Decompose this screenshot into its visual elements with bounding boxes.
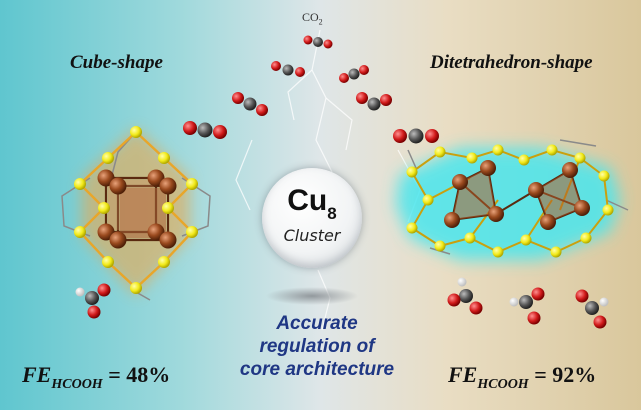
co2-text: CO: [302, 10, 319, 24]
circle-shadow: [266, 287, 358, 305]
fe-left-prefix: FE: [22, 362, 52, 387]
fe-right-prefix: FE: [448, 362, 478, 387]
cu8-cluster-badge: Cu8 Cluster: [262, 168, 362, 268]
fe-right: FEHCOOH = 92%: [448, 362, 597, 392]
cu-count: 8: [327, 204, 337, 223]
co2-molecules: [183, 35, 439, 144]
fe-left-sub: HCOOH: [51, 377, 103, 392]
ditetrahedron-shape-title: Ditetrahedron-shape: [430, 52, 593, 73]
cu-element: Cu: [287, 184, 328, 217]
fe-left: FEHCOOH = 48%: [22, 362, 171, 392]
caption-line-2: regulation of: [259, 336, 375, 357]
co2-label: CO2: [302, 10, 323, 26]
regulation-caption: Accurate regulation of core architecture: [232, 312, 402, 381]
ditetrahedron-cluster-right: [396, 139, 629, 260]
fe-left-value: = 48%: [102, 362, 171, 387]
cu-formula: Cu8: [262, 184, 362, 223]
cluster-label: Cluster: [283, 226, 341, 245]
caption-line-1: Accurate: [276, 313, 358, 334]
co2-subscript: 2: [318, 17, 323, 27]
cube-shape-title: Cube-shape: [70, 52, 163, 73]
fe-right-sub: HCOOH: [477, 377, 529, 392]
hcooh-molecules: [75, 277, 609, 329]
fe-right-value: = 92%: [528, 362, 597, 387]
cube-cluster-left: [61, 126, 211, 301]
caption-line-3: core architecture: [239, 359, 395, 380]
